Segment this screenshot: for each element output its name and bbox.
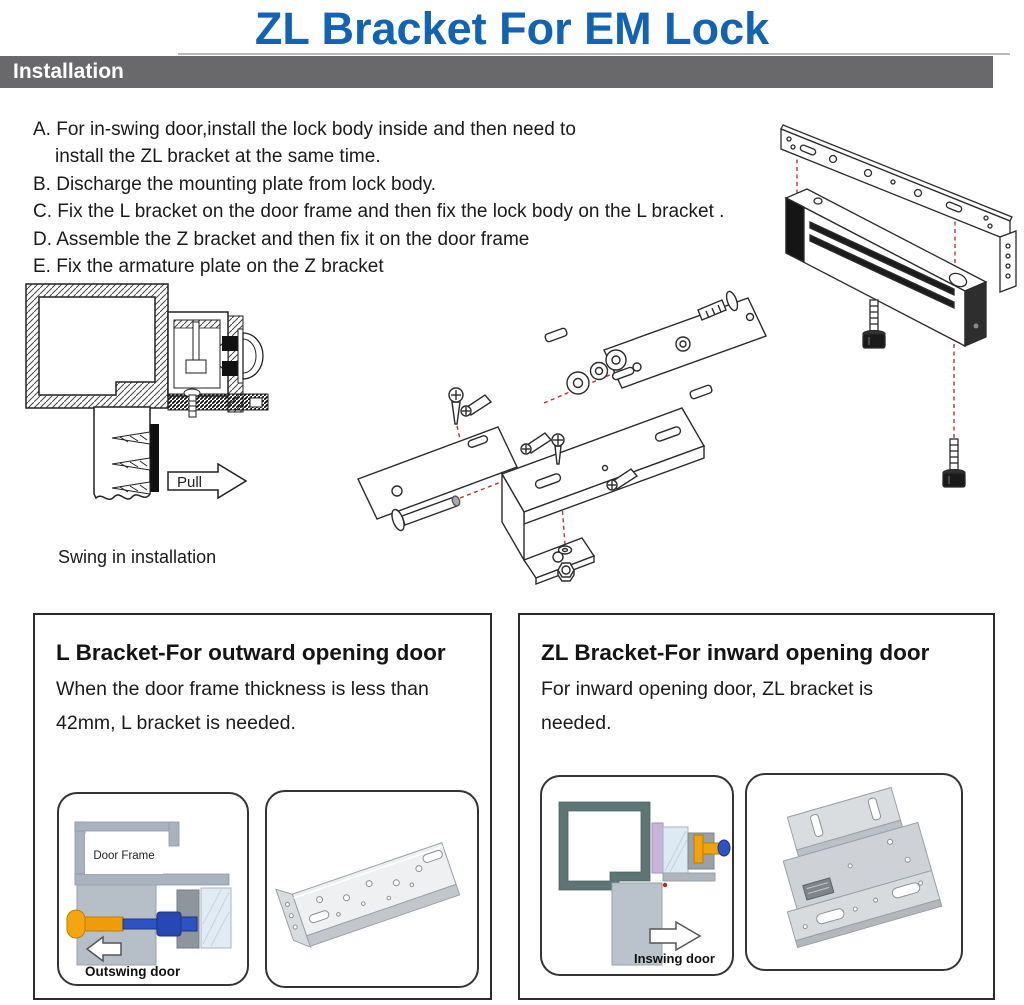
l-bracket-body-line2: 42mm, L bracket is needed.: [56, 712, 296, 734]
door-frame-outline: [558, 801, 651, 891]
wood-screw: [111, 457, 151, 471]
z-bracket-section: [167, 388, 269, 418]
zl-bracket-body: For inward opening door, ZL bracket is n…: [541, 672, 993, 740]
gasket-block: [222, 361, 238, 376]
page-title: ZL Bracket For EM Lock: [254, 3, 770, 54]
socket-bolt: [942, 438, 966, 488]
instruction-line-e: E. Fix the armature plate on the Z brack…: [33, 256, 384, 278]
instruction-list: A. For in-swing door,install the lock bo…: [33, 116, 724, 280]
armature-plate: [662, 826, 689, 874]
roll-pin: [544, 327, 713, 400]
lock-body-section: [167, 311, 264, 413]
left-arrow-icon: [85, 935, 122, 963]
washer: [557, 545, 573, 555]
pull-arrow-icon: Pull: [167, 462, 248, 500]
instruction-line-a2: install the ZL bracket at the same time.: [55, 146, 381, 168]
instruction-line-a: A. For in-swing door,install the lock bo…: [33, 119, 576, 140]
bracket-step: [662, 872, 716, 882]
mounting-plate-section: [651, 822, 664, 874]
sex-bolt-assembly: [66, 909, 198, 939]
l-plate: [357, 426, 518, 520]
flat-head-bolt: [697, 290, 739, 321]
red-dot: [662, 882, 668, 888]
door-leaf: [93, 406, 159, 501]
l-bracket-body-line1: When the door frame thickness is less th…: [56, 678, 429, 700]
l-bracket-box: L Bracket-For outward opening door When …: [33, 613, 492, 1000]
zl-bracket-photo-panel: [745, 773, 963, 971]
door-frame-label-box: [85, 834, 163, 874]
door-leaf: [611, 882, 663, 966]
door-frame-section: [25, 283, 169, 409]
zl-bracket-exploded-diagram: [357, 290, 767, 586]
instruction-line-c: C. Fix the L bracket on the door frame a…: [33, 201, 725, 223]
door-frame-label: Door Frame: [93, 850, 154, 862]
instruction-line-d: D. Assemble the Z bracket and then fix i…: [33, 228, 530, 250]
zl-bracket-body-line1: For inward opening door, ZL bracket is: [541, 678, 874, 700]
hex-nut: [557, 562, 575, 582]
mounting-plate: [780, 124, 1017, 293]
outswing-door-label: Outswing door: [85, 964, 181, 979]
magnet-lamination: [809, 220, 955, 297]
inswing-door-label: Inswing door: [634, 951, 715, 966]
zl-bracket-heading: ZL Bracket-For inward opening door: [541, 640, 930, 665]
l-bracket-body: When the door frame thickness is less th…: [56, 672, 490, 740]
pull-label: Pull: [177, 474, 202, 491]
socket-bolt: [862, 299, 886, 349]
wood-screw: [111, 431, 151, 445]
swing-in-diagram: Pull: [25, 283, 269, 501]
outswing-door-panel: Door Frame Outswing door: [57, 792, 249, 986]
wood-screw: [111, 481, 151, 495]
magnet-lamination: [809, 233, 955, 310]
sex-bolt-assembly: [693, 834, 731, 864]
phillips-screw: [460, 394, 493, 417]
dome-nut: [242, 332, 264, 380]
section-header-label: Installation: [13, 60, 124, 83]
z-bracket: [500, 407, 706, 586]
lock-body: [784, 188, 988, 348]
plate-end-tab: [999, 230, 1017, 293]
section-header-bar: Installation: [0, 56, 993, 88]
phillips-screw: [448, 387, 464, 425]
phillips-screw: [551, 433, 565, 465]
l-bracket-heading: L Bracket-For outward opening door: [56, 640, 446, 665]
zl-bracket-photo: [782, 786, 943, 949]
right-arrow-icon: [649, 920, 702, 952]
instruction-line-b: B. Discharge the mounting plate from loc…: [33, 173, 437, 195]
washer: [566, 349, 627, 395]
l-bracket-photo-panel: [265, 790, 479, 988]
phillips-screw: [520, 432, 553, 455]
zl-bracket-body-line2: needed.: [541, 712, 612, 734]
header-rule: [178, 53, 1010, 55]
gasket-block: [222, 336, 238, 351]
l-bracket-photo: [275, 842, 461, 949]
sex-bolt: [391, 495, 461, 532]
em-lock-exploded-diagram: [780, 124, 1017, 488]
inswing-door-panel: Inswing door: [540, 775, 734, 976]
armature-plate: [603, 297, 767, 389]
zl-bracket-box: ZL Bracket-For inward opening door For i…: [518, 613, 995, 1000]
phillips-screw: [606, 468, 639, 491]
swing-caption: Swing in installation: [58, 547, 217, 567]
armature-plate: [200, 887, 232, 949]
